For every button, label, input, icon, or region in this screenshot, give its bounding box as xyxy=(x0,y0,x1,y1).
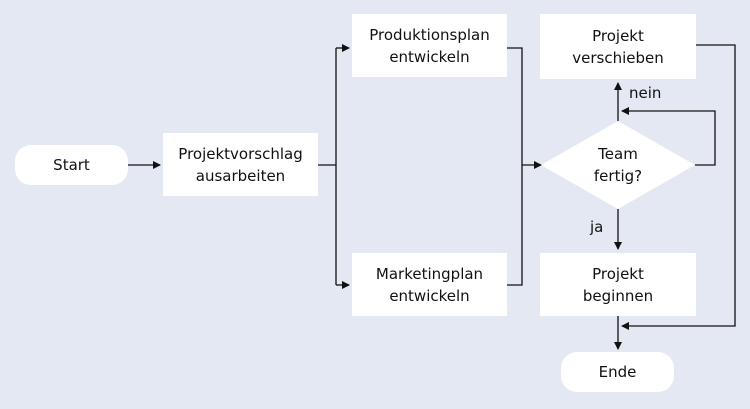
end-node: Ende xyxy=(561,352,674,392)
end-label: Ende xyxy=(598,363,637,381)
edge-loop-back xyxy=(621,107,716,166)
begin-node: Projekt beginnen xyxy=(540,253,696,316)
begin-line2: beginnen xyxy=(582,286,654,305)
marketing-line1: Marketingplan xyxy=(375,264,484,283)
edge-postpone-return xyxy=(621,44,736,330)
decision-line1: Team xyxy=(598,145,638,163)
marketing-plan-node: Marketingplan entwickeln xyxy=(352,253,507,316)
postpone-line2: verschieben xyxy=(572,48,664,67)
proposal-node: Projektvorschlag ausarbeiten xyxy=(163,133,318,196)
start-label: Start xyxy=(53,156,90,174)
begin-line1: Projekt xyxy=(592,264,644,283)
edge-production-merge xyxy=(507,47,523,286)
production-line2: entwickeln xyxy=(389,47,470,66)
postpone-line1: Projekt xyxy=(592,26,644,45)
edge-label-no: nein xyxy=(629,84,662,102)
decision-node: Team fertig? xyxy=(545,123,691,207)
edge-label-yes: ja xyxy=(590,218,604,236)
decision-line2: fertig? xyxy=(593,167,643,185)
production-plan-node: Produktionsplan entwickeln xyxy=(352,14,507,77)
postpone-node: Projekt verschieben xyxy=(540,14,696,79)
proposal-line1: Projektvorschlag xyxy=(178,144,303,163)
production-line1: Produktionsplan xyxy=(369,25,490,44)
marketing-line2: entwickeln xyxy=(389,286,470,305)
decision-diamond xyxy=(541,121,695,209)
start-node: Start xyxy=(15,145,128,185)
proposal-line2: ausarbeiten xyxy=(195,166,286,185)
